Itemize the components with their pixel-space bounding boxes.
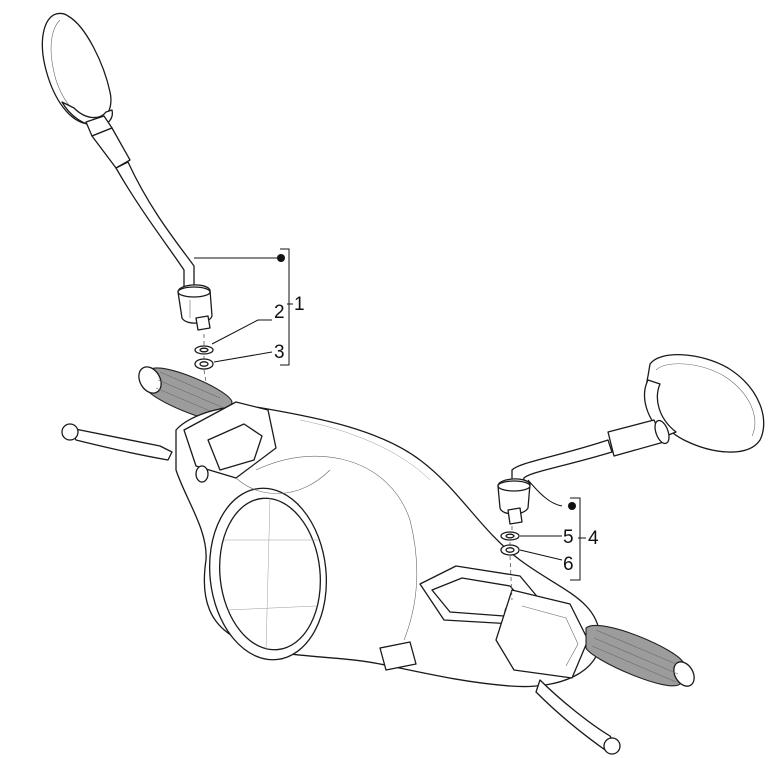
callout-bullet-right — [568, 502, 576, 510]
handlebar-assembly — [61, 366, 695, 755]
right-nut-6 — [500, 544, 520, 556]
callout-label-3: 3 — [274, 342, 285, 363]
callout-group-right: 5 4 6 — [519, 497, 599, 581]
callout-label-6: 6 — [563, 554, 574, 575]
callout-label-5: 5 — [563, 527, 574, 548]
left-washer-2 — [194, 345, 214, 355]
callout-label-2: 2 — [274, 302, 285, 323]
right-washer-5 — [500, 531, 520, 541]
right-mirror — [497, 354, 765, 525]
callout-label-4: 4 — [588, 528, 599, 549]
callout-group-left: 2 1 3 — [194, 248, 305, 366]
left-nut-3 — [194, 358, 214, 370]
callout-label-1: 1 — [294, 294, 305, 315]
left-mirror — [41, 12, 213, 331]
